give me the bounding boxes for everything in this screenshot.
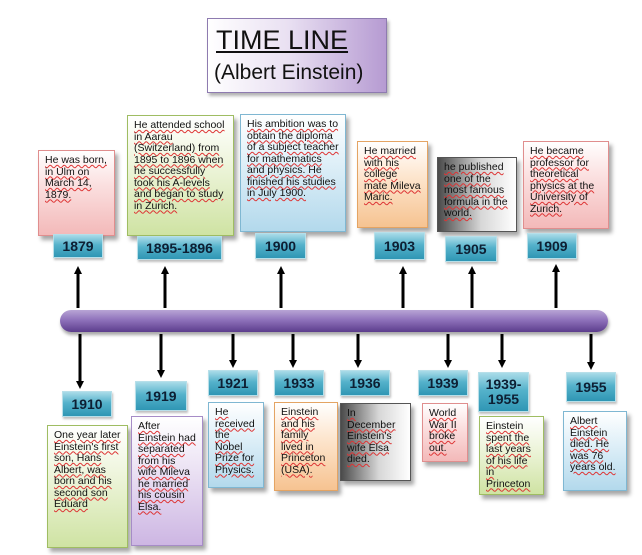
event-text: His ambition was to obtain the diploma o… (247, 118, 339, 199)
title-box: TIME LINE (Albert Einstein) (207, 18, 387, 93)
event-card-1910: One year later Einstein's first son, Han… (47, 425, 128, 548)
event-text: He received the Nobel Prize for Physics. (215, 406, 255, 476)
year-badge-1879: 1879 (53, 234, 103, 258)
event-text: Albert Einstein died. He was 76 years ol… (570, 415, 616, 473)
event-text: He became professor for theoretical phys… (530, 145, 595, 215)
event-text: In December Einstein's wife Elsa died. (347, 407, 396, 465)
event-card-1879: He was born, in Ulm on March 14, 1879. (38, 150, 115, 236)
year-badge-1939: 1939 (418, 370, 468, 396)
event-card-1955: Albert Einstein died. He was 76 years ol… (563, 411, 627, 491)
event-card-1919: After Einstein had separated from his wi… (131, 416, 203, 546)
timeline-axis (60, 310, 608, 332)
year-badge-1900: 1900 (255, 233, 306, 259)
event-card-1909: He became professor for theoretical phys… (523, 141, 609, 229)
event-text: He married with his college mate Mileva … (364, 145, 421, 203)
event-card-1939-1955: Einstein spent the last years of his lif… (479, 416, 544, 495)
year-badge-1905: 1905 (445, 236, 497, 262)
year-badge-1909: 1909 (527, 233, 577, 259)
year-badge-1921: 1921 (208, 370, 258, 396)
year-badge-1955: 1955 (566, 372, 616, 402)
event-text: He was born, in Ulm on March 14, 1879. (45, 154, 107, 201)
year-badge-1933: 1933 (274, 370, 324, 396)
event-card-1939: World War II broke out. (422, 403, 468, 462)
event-text: World War II broke out. (429, 407, 457, 454)
event-text: One year later Einstein's first son, Han… (54, 429, 121, 510)
event-text: After Einstein had separated from his wi… (138, 420, 196, 513)
event-card-1921: He received the Nobel Prize for Physics. (208, 402, 264, 488)
year-badge-1936: 1936 (340, 370, 390, 396)
year-badge-1910: 1910 (62, 391, 112, 417)
event-card-1900: His ambition was to obtain the diploma o… (240, 114, 346, 232)
year-badge-1919: 1919 (135, 381, 187, 411)
title-subtitle: (Albert Einstein) (214, 61, 364, 84)
event-text: He attended school in Aarau (Switzerland… (134, 119, 225, 212)
year-badge-1939-1955: 1939-1955 (478, 372, 529, 412)
event-card-1936: In December Einstein's wife Elsa died. (340, 403, 411, 481)
year-badge-1895-1896: 1895-1896 (137, 236, 222, 260)
year-badge-1903: 1903 (374, 232, 425, 260)
event-card-1933: Einstein and his family lived in Princet… (274, 402, 338, 491)
title-main: TIME LINE (216, 25, 349, 55)
event-card-1895-1896: He attended school in Aarau (Switzerland… (127, 115, 234, 236)
event-text: Einstein and his family lived in Princet… (281, 406, 326, 476)
event-card-1903: He married with his college mate Mileva … (357, 141, 428, 228)
event-card-1905: he published one of the most famous form… (437, 157, 517, 232)
event-text: Einstein spent the last years of his lif… (486, 420, 531, 490)
event-text: he published one of the most famous form… (444, 161, 508, 219)
